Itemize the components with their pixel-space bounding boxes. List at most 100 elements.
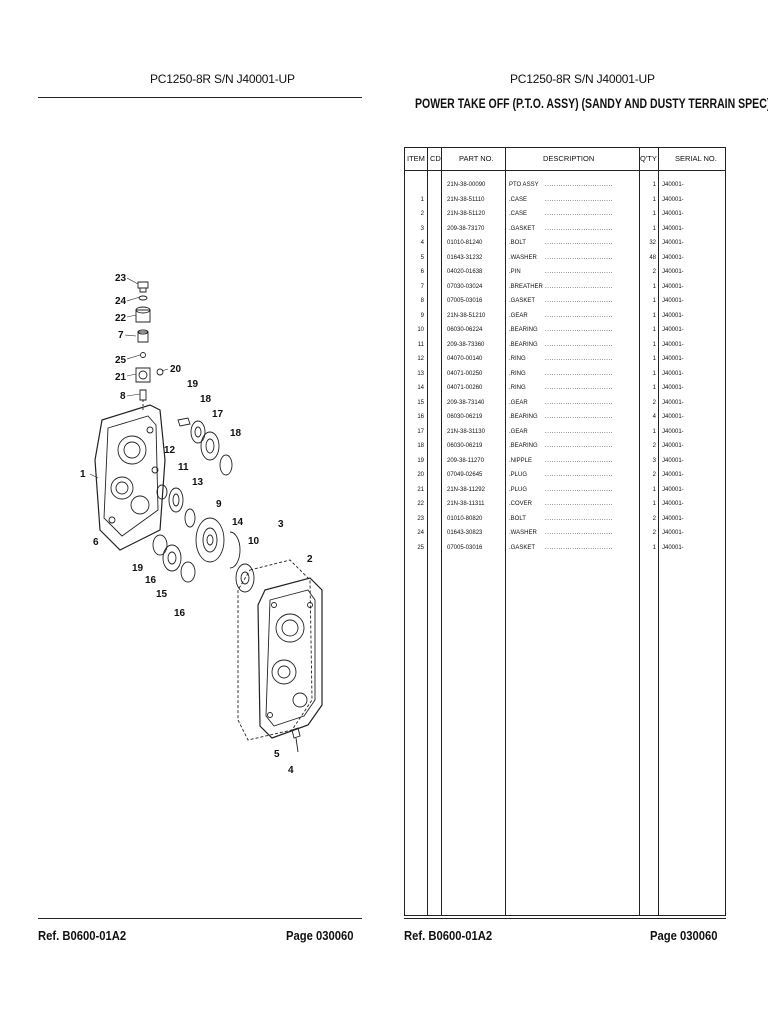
row-serial-no: J40001- <box>662 211 684 217</box>
callout-16b: 16 <box>174 608 186 619</box>
row-leader-dots: .............................. <box>545 254 614 261</box>
row-description: .RING <box>509 385 526 391</box>
row-serial-no: J40001- <box>662 327 684 333</box>
row-description: .BEARING <box>509 327 538 333</box>
row-serial-no: J40001- <box>662 240 684 246</box>
row-description: .GEAR <box>509 312 528 319</box>
row-serial-no: J40001- <box>662 225 684 232</box>
row-serial-no: J40001- <box>662 356 684 362</box>
row-qty: 2 <box>652 515 656 522</box>
row-qty: 2 <box>652 530 656 536</box>
row-qty: 2 <box>652 443 656 449</box>
row-serial-no: J40001- <box>662 385 684 391</box>
row-part-no: 04020-01638 <box>447 269 483 275</box>
row-part-no: 21N-38-51120 <box>447 211 485 217</box>
col-divider <box>441 148 442 915</box>
callout-18b: 18 <box>230 428 242 439</box>
row-qty: 48 <box>649 254 656 261</box>
row-serial-no: J40001- <box>662 399 684 406</box>
row-part-no: 21N-38-11311 <box>447 501 485 507</box>
row-qty: 1 <box>652 211 656 217</box>
exploded-parts-diagram: 23 24 22 7 25 21 20 8 19 18 17 18 12 11 … <box>80 273 323 776</box>
row-description: .GASKET <box>509 544 536 551</box>
row-part-no: 06030-06224 <box>447 327 483 333</box>
row-item: 23 <box>417 515 424 522</box>
row-item: 24 <box>417 530 424 536</box>
col-header-serial-no: SERIAL NO. <box>675 154 717 163</box>
right-page-number: Page 030060 <box>650 929 718 943</box>
row-description: .PLUG <box>509 486 528 493</box>
row-description: .COVER <box>509 501 533 507</box>
row-part-no: 21N-38-31130 <box>447 428 485 435</box>
row-leader-dots: .............................. <box>545 457 614 464</box>
row-qty: 1 <box>652 385 656 391</box>
callout-4: 4 <box>288 765 294 776</box>
row-part-no: 04071-00260 <box>447 385 483 391</box>
callout-19: 19 <box>187 379 199 390</box>
row-description: .BOLT <box>509 515 526 522</box>
page-title: POWER TAKE OFF (P.T.O. ASSY) (SANDY AND … <box>415 96 768 111</box>
row-qty: 2 <box>652 269 656 275</box>
row-qty: 2 <box>652 472 656 478</box>
row-serial-no: J40001- <box>662 341 684 348</box>
callout-14: 14 <box>232 517 244 528</box>
row-description: .GEAR <box>509 399 528 406</box>
row-serial-no: J40001- <box>662 370 684 377</box>
row-description: .CASE <box>509 211 528 217</box>
row-item: 17 <box>417 428 424 435</box>
row-qty: 1 <box>652 341 656 348</box>
col-divider <box>505 148 506 915</box>
callout-9: 9 <box>216 499 222 510</box>
row-serial-no: J40001- <box>662 298 684 304</box>
row-leader-dots: .............................. <box>545 196 614 203</box>
callout-16: 16 <box>145 575 157 586</box>
callout-23: 23 <box>115 273 127 284</box>
callout-2: 2 <box>307 554 313 565</box>
left-ref: Ref. B0600-01A2 <box>38 929 127 943</box>
row-description: .RING <box>509 356 526 362</box>
callout-8: 8 <box>120 391 126 402</box>
callout-13: 13 <box>192 477 204 488</box>
row-leader-dots: .............................. <box>545 544 614 551</box>
row-item: 25 <box>417 544 424 551</box>
row-description: .RING <box>509 370 526 377</box>
right-ref: Ref. B0600-01A2 <box>404 929 493 943</box>
row-description: PTO ASSY <box>509 182 539 188</box>
callout-17: 17 <box>212 409 224 420</box>
col-header-item: ITEM <box>407 154 425 163</box>
row-item: 3 <box>420 225 424 232</box>
row-leader-dots: .............................. <box>545 211 614 217</box>
row-description: .WASHER <box>509 530 537 536</box>
row-part-no: 01010-80820 <box>447 515 483 522</box>
row-serial-no: J40001- <box>662 515 684 522</box>
row-qty: 1 <box>652 283 656 290</box>
row-part-no: 04070-00140 <box>447 356 483 362</box>
row-part-no: 07005-03016 <box>447 544 483 551</box>
header-divider <box>405 170 725 171</box>
col-divider <box>658 148 659 915</box>
row-leader-dots: .............................. <box>545 240 614 246</box>
row-qty: 1 <box>652 428 656 435</box>
row-leader-dots: .............................. <box>545 283 614 290</box>
callout-6: 6 <box>93 537 99 548</box>
row-item: 2 <box>420 211 424 217</box>
row-qty: 3 <box>652 457 656 464</box>
left-model-header: PC1250-8R S/N J40001-UP <box>150 72 295 86</box>
row-part-no: 209-38-11270 <box>447 457 484 464</box>
row-leader-dots: .............................. <box>545 414 614 420</box>
row-part-no: 209-38-73170 <box>447 225 485 232</box>
row-leader-dots: .............................. <box>545 341 614 348</box>
row-item: 20 <box>417 472 424 478</box>
row-description: .WASHER <box>509 254 537 261</box>
row-qty: 1 <box>652 196 656 203</box>
row-part-no: 06030-06219 <box>447 443 483 449</box>
row-leader-dots: .............................. <box>545 312 614 319</box>
row-qty: 1 <box>652 544 656 551</box>
row-description: .BEARING <box>509 443 538 449</box>
left-header-rule <box>38 97 362 98</box>
row-serial-no: J40001- <box>662 501 684 507</box>
callout-18: 18 <box>200 394 212 405</box>
callout-10: 10 <box>248 536 260 547</box>
row-item: 12 <box>417 356 424 362</box>
callout-11: 11 <box>178 462 189 473</box>
